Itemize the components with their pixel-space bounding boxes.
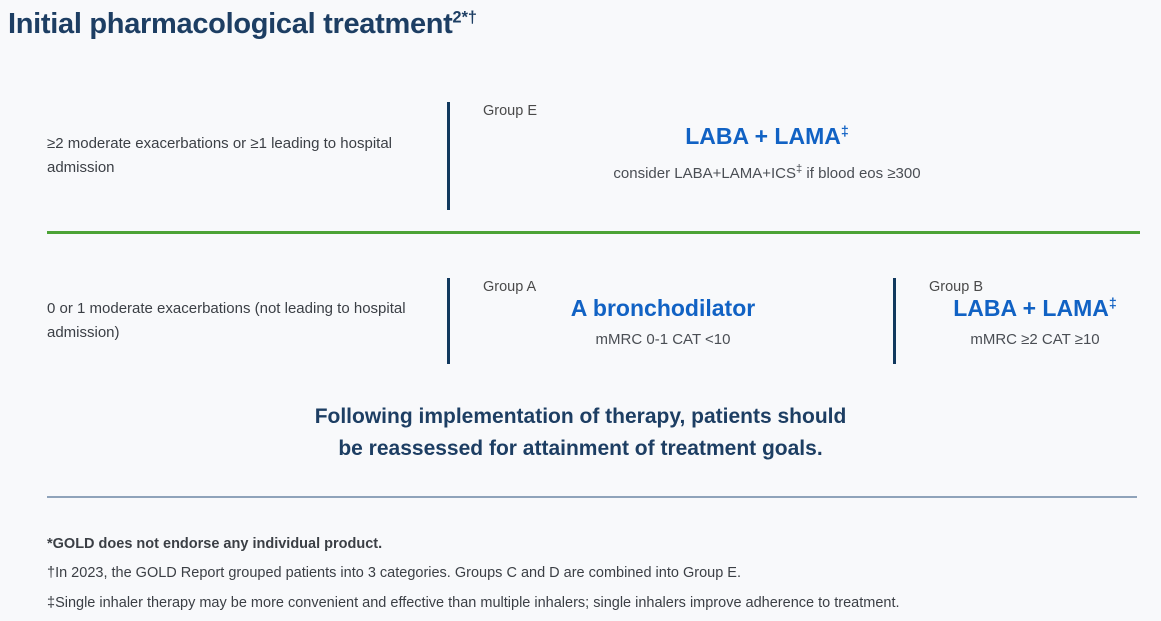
therapy-title-a: A bronchodilator <box>571 295 755 323</box>
footnote-3: ‡Single inhaler therapy may be more conv… <box>47 594 900 611</box>
page-title-text: Initial pharmacological treatment <box>8 8 453 40</box>
group-body-b: LABA + LAMA‡ mMRC ≥2 CAT ≥10 <box>929 295 1151 376</box>
therapy-note-a-text: mMRC 0-1 CAT <10 <box>595 330 731 348</box>
therapy-title-b-superscript: ‡ <box>1108 295 1117 312</box>
page-title-superscript: 2*† <box>452 8 477 27</box>
therapy-note-b: mMRC ≥2 CAT ≥10 <box>970 330 1099 350</box>
therapy-title-b-text: LABA + LAMA <box>953 295 1109 321</box>
therapy-note-e: consider LABA+LAMA+ICS‡ if blood eos ≥30… <box>613 162 920 184</box>
reassessment-callout: Following implementation of therapy, pat… <box>0 401 1161 465</box>
therapy-note-e-tail: if blood eos ≥300 <box>802 164 921 182</box>
matrix-row-spacer <box>0 222 1161 266</box>
matrix-row-exacerbations-high: ≥2 moderate exacerbations or ≥1 leading … <box>0 90 1161 222</box>
treatment-matrix: ≥2 moderate exacerbations or ≥1 leading … <box>0 90 1161 376</box>
group-label-b: Group B <box>929 279 983 295</box>
criteria-label-low: 0 or 1 moderate exacerbations (not leadi… <box>47 299 406 341</box>
therapy-note-e-text: consider LABA+LAMA+ICS <box>613 164 796 182</box>
footnote-2: †In 2023, the GOLD Report grouped patien… <box>47 565 741 582</box>
therapy-title-e: LABA + LAMA‡ <box>685 123 849 151</box>
group-label-e: Group E <box>483 103 537 119</box>
group-cell-a[interactable]: Group A A bronchodilator mMRC 0-1 CAT <1… <box>447 266 893 376</box>
therapy-title-a-text: A bronchodilator <box>570 295 756 321</box>
therapy-note-b-text: mMRC ≥2 CAT ≥10 <box>970 330 1100 348</box>
therapy-title-e-superscript: ‡ <box>840 123 849 140</box>
group-body-a: A bronchodilator mMRC 0-1 CAT <10 <box>483 295 883 376</box>
matrix-row-exacerbations-low: 0 or 1 moderate exacerbations (not leadi… <box>0 266 1161 376</box>
footnotes: *GOLD does not endorse any individual pr… <box>47 533 1137 621</box>
therapy-note-a: mMRC 0-1 CAT <10 <box>596 330 731 350</box>
divider-green <box>47 231 1140 234</box>
therapy-title-b: LABA + LAMA‡ <box>953 295 1117 323</box>
group-cell-e[interactable]: Group E LABA + LAMA‡ consider LABA+LAMA+… <box>447 90 1161 222</box>
callout-line-1: Following implementation of therapy, pat… <box>314 405 847 428</box>
therapy-title-e-text: LABA + LAMA <box>685 123 841 149</box>
group-body-e: LABA + LAMA‡ consider LABA+LAMA+ICS‡ if … <box>483 123 1151 222</box>
page-title: Initial pharmacological treatment2*† <box>8 8 477 41</box>
group-cell-b[interactable]: Group B LABA + LAMA‡ mMRC ≥2 CAT ≥10 <box>893 266 1161 376</box>
group-label-a: Group A <box>483 279 537 295</box>
callout-line-2: be reassessed for attainment of treatmen… <box>338 436 823 460</box>
divider-gray <box>47 496 1137 498</box>
footnote-1: *GOLD does not endorse any individual pr… <box>47 536 383 552</box>
criteria-label-high: ≥2 moderate exacerbations or ≥1 leading … <box>47 134 393 176</box>
therapy-note-e-superscript: ‡ <box>796 162 803 175</box>
